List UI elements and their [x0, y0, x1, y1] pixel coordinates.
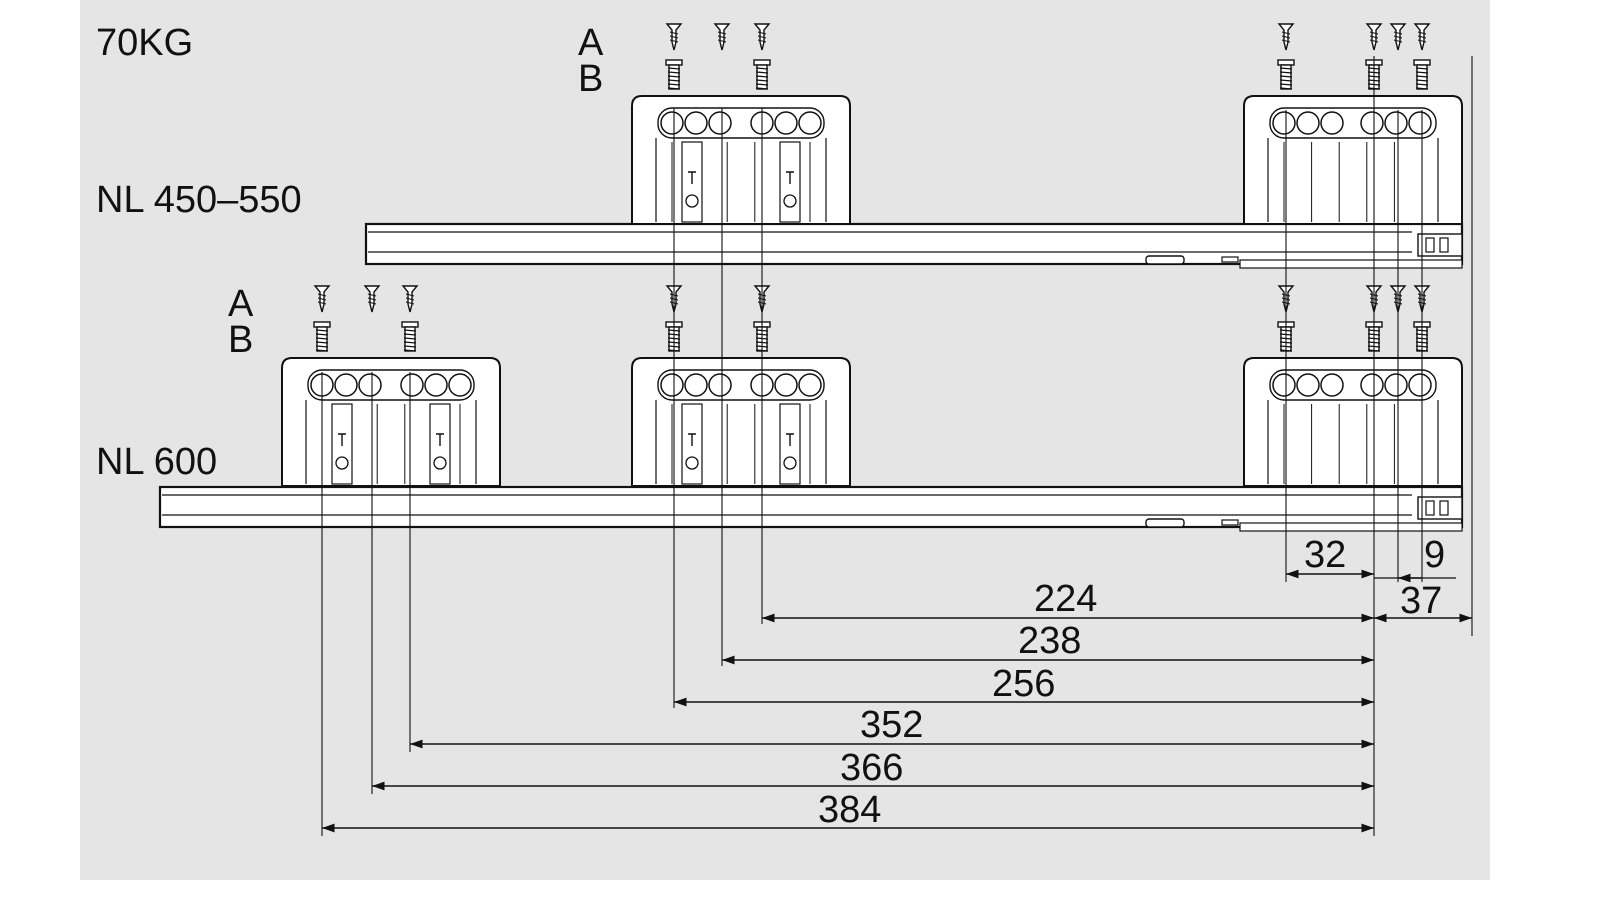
- rails-layer: [158, 222, 1464, 532]
- rear-bracket-nl-600: [1243, 357, 1463, 487]
- dimension-366: 366: [840, 747, 903, 789]
- screw-a-bottom-1: [363, 285, 381, 313]
- screw-b-top-4: [1413, 59, 1431, 90]
- screw-a-top-4: [1365, 23, 1383, 51]
- rail-label-nl-600: NL 600: [96, 441, 217, 483]
- screw-row-label-a-bottom: A: [228, 283, 254, 325]
- screw-row-label-a-top: A: [578, 22, 604, 64]
- screw-a-top-1: [713, 23, 731, 51]
- screw-b-bottom-0: [313, 321, 331, 352]
- screw-row-label-b-top: B: [578, 58, 603, 100]
- screw-row-label-b-bottom: B: [228, 319, 253, 361]
- screw-b-top-2: [1277, 59, 1295, 90]
- dimension-lines-layer: [322, 569, 1472, 833]
- front-bracket-nl-600: [281, 357, 501, 487]
- screw-a-top-6: [1413, 23, 1431, 51]
- screw-a-bottom-0: [313, 285, 331, 313]
- dimension-384: 384: [818, 789, 881, 831]
- screw-b-top-1: [753, 59, 771, 90]
- dimension-9: 9: [1424, 534, 1445, 576]
- brackets-layer: [281, 95, 1463, 487]
- front-bracket-nl-450-550: [631, 95, 851, 225]
- dimension-32: 32: [1304, 534, 1346, 576]
- screw-a-top-2: [753, 23, 771, 51]
- screw-a-top-5: [1389, 23, 1407, 51]
- rail-label-nl-450-550: NL 450–550: [96, 179, 302, 221]
- dimension-238: 238: [1018, 620, 1081, 662]
- dimension-224: 224: [1034, 578, 1097, 620]
- extension-lines-layer: [321, 56, 1473, 836]
- dimension-352: 352: [860, 704, 923, 746]
- screw-a-bottom-2: [401, 285, 419, 313]
- rail-nl-600: [158, 485, 1464, 532]
- screw-a-top-0: [665, 23, 683, 51]
- screw-b-top-0: [665, 59, 683, 90]
- rear-bracket-nl-450-550: [1243, 95, 1463, 225]
- screw-a-top-3: [1277, 23, 1295, 51]
- rail-nl-450-550: [364, 222, 1464, 269]
- screw-b-bottom-1: [401, 321, 419, 352]
- dimension-37: 37: [1400, 580, 1442, 622]
- dimension-256: 256: [992, 663, 1055, 705]
- load-rating-label: 70KG: [96, 22, 193, 64]
- middle-bracket-nl-600: [631, 357, 851, 487]
